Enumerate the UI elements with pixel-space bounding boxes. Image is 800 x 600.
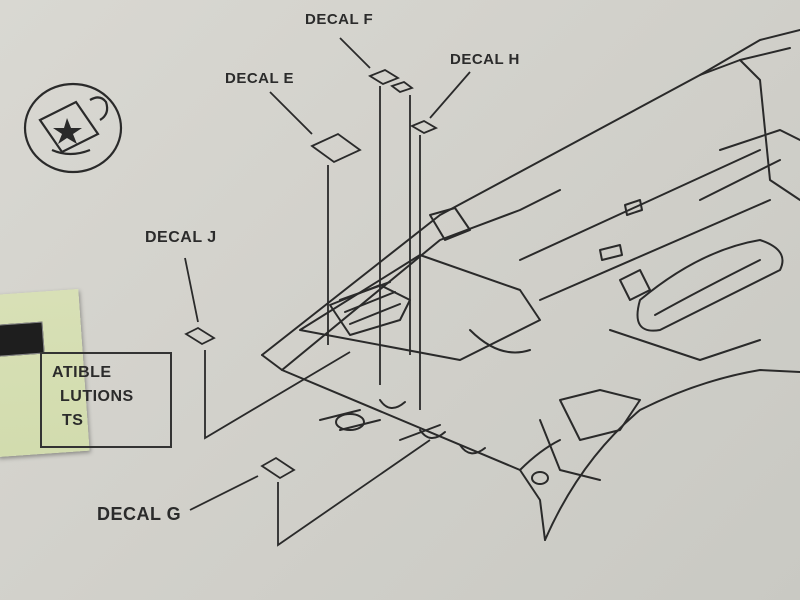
decal-j-patch	[184, 326, 216, 346]
note-line-1: ATIBLE	[52, 364, 112, 381]
decal-h-patch	[409, 119, 439, 135]
decal-f-patch	[368, 68, 400, 86]
note-line-2: LUTIONS	[60, 388, 134, 405]
note-line-3: TS	[62, 412, 84, 429]
decal-e-patch	[310, 132, 362, 164]
decal-f-label: DECAL F	[305, 11, 374, 28]
decal-g-label: DECAL G	[97, 504, 182, 524]
decal-application-icon	[23, 82, 123, 174]
decal-g-patch	[260, 456, 296, 480]
decal-plate	[0, 321, 45, 357]
decal-j-label: DECAL J	[145, 229, 217, 246]
decal-h-label: DECAL H	[450, 51, 520, 68]
note-box	[40, 352, 172, 448]
decal-e-label: DECAL E	[225, 70, 295, 87]
